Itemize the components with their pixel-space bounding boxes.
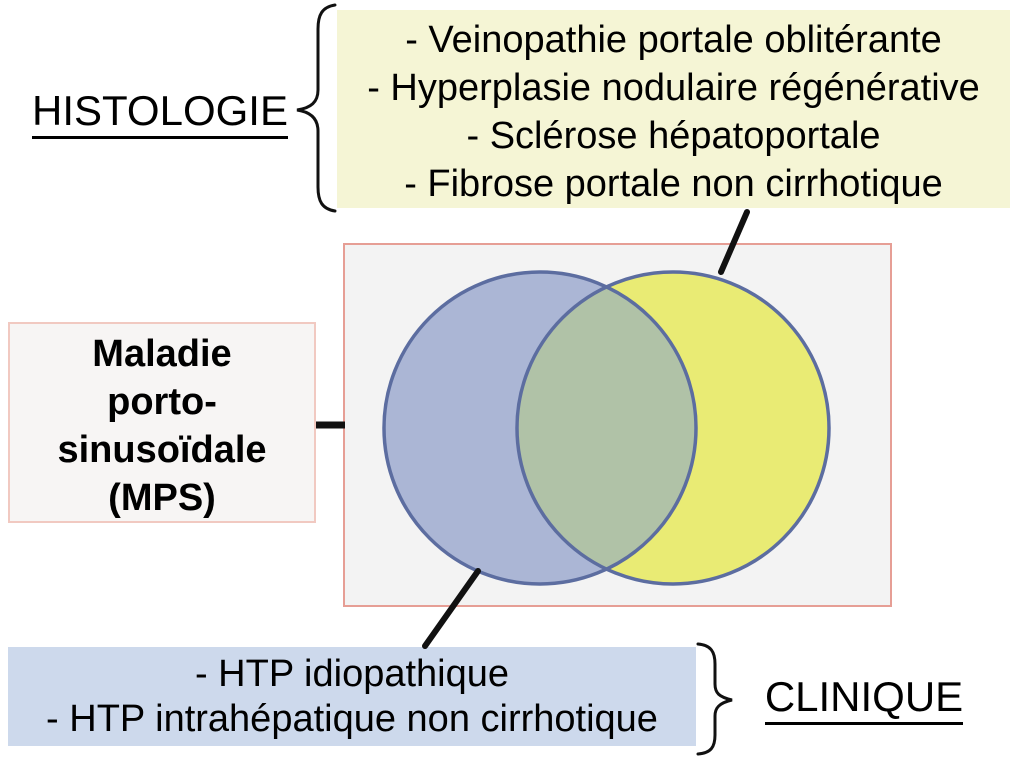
clinical-item: - HTP intrahépatique non cirrhotique xyxy=(46,698,658,740)
clinical-item: - HTP idiopathique xyxy=(194,653,510,695)
mps-title-line: Maladie xyxy=(92,333,232,375)
histology-section-label: HISTOLOGIE xyxy=(20,87,300,139)
histology-item: - Hyperplasie nodulaire régénérative xyxy=(367,67,980,109)
clinical-section-label: CLINIQUE xyxy=(758,673,970,725)
histology-item: - Sclérose hépatoportale xyxy=(466,115,881,157)
clinical-label-text: CLINIQUE xyxy=(764,673,964,725)
mps-title-line: porto- xyxy=(107,381,217,423)
histology-item: - Fibrose portale non cirrhotique xyxy=(404,163,943,205)
mps-entity-box: Maladie porto- sinusoïdale (MPS) xyxy=(8,322,316,523)
mps-title-line: (MPS) xyxy=(108,477,216,519)
clinical-brace xyxy=(696,642,733,756)
clinical-items-box: - HTP idiopathique - HTP intrahépatique … xyxy=(8,647,696,746)
histology-brace xyxy=(296,3,337,213)
venn-panel xyxy=(343,243,892,607)
histology-items-box: - Veinopathie portale oblitérante - Hype… xyxy=(337,10,1010,208)
histology-item: - Veinopathie portale oblitérante xyxy=(405,19,942,61)
mps-title-line: sinusoïdale xyxy=(57,429,267,471)
histology-label-text: HISTOLOGIE xyxy=(32,87,288,139)
